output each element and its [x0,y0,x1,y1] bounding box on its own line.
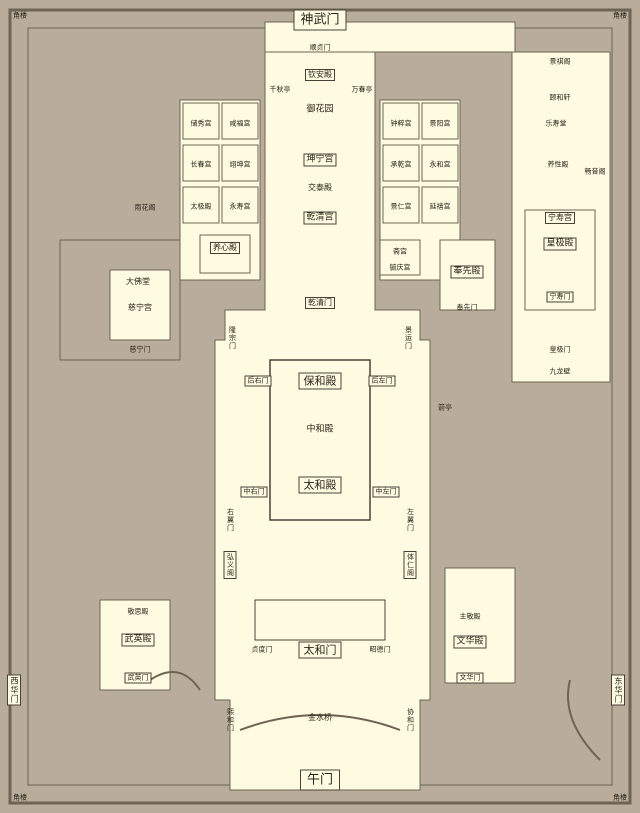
zhujing-hall: 主敬殿 [459,612,481,621]
cining-palace: 慈宁宫 [128,303,152,312]
huangji-gate: 皇极门 [549,345,571,354]
yihe-xuan: 颐和轩 [549,93,571,102]
qianqiu-pavilion: 千秋亭 [269,85,291,94]
taihe-gate: 太和门 [298,641,342,659]
wuying-gate: 武英门 [124,672,152,684]
jingren-palace: 景仁宫 [390,202,412,211]
zhongzuo-gate: 中左门 [372,486,400,498]
wenhua-hall: 文华殿 [453,635,487,649]
qinan-hall: 钦安殿 [305,69,335,81]
yanxi-palace: 延禧宫 [429,202,451,211]
yikun-palace: 翊坤宫 [229,160,251,169]
qianqing-palace: 乾清宫 [303,211,337,225]
xihua-gate: 西华门 [7,674,21,706]
changyin-pavilion: 畅音阁 [584,167,606,176]
youyi-gate: 右翼门 [226,508,235,532]
jinshui-river [239,714,401,731]
leshou-hall: 乐寿堂 [545,119,567,128]
jinshui-bridge: 金水桥 [308,713,332,722]
taiji-hall: 太极殿 [190,202,212,211]
kunning-palace: 坤宁宫 [303,153,337,167]
nine-dragon-wall: 九龙壁 [549,367,571,376]
zhendu-gate: 贞度门 [251,645,273,654]
zhaode-gate: 昭德门 [369,645,391,654]
ningshou-palace: 宁寿宫 [545,212,575,224]
wuying-hall: 武英殿 [121,633,155,647]
zhai-palace: 斋宫 [393,247,407,256]
jingyang-palace: 景阳宫 [429,119,451,128]
xihe-gate: 熙和门 [226,708,235,732]
tiren-pavilion: 体仁阁 [403,551,417,579]
donghua-gate: 东华门 [611,674,625,706]
cining-gate: 慈宁门 [129,345,151,354]
yangxin-hall: 养心殿 [210,242,240,254]
cining-hall-block [109,269,171,341]
jingqi-pavilion: 景祺阁 [549,57,571,66]
cining-court [59,239,181,361]
jiaotai-hall: 交泰殿 [308,183,332,192]
corner-tower-se: 角楼 [613,793,627,802]
wanchun-pavilion: 万春亭 [351,85,373,94]
houzuo-gate: 后左门 [368,375,396,387]
zhonghe-hall: 中和殿 [306,424,334,435]
yuqing-palace: 毓庆宫 [389,263,411,272]
east-river [567,679,601,761]
yonghe-palace: 永和宫 [429,160,451,169]
central-axis [214,51,431,791]
jingyun-gate: 景运门 [404,326,413,350]
wenhua-gate: 文华门 [456,672,484,684]
longzong-gate: 隆宗门 [228,326,237,350]
shunzhen-gate: 顺贞门 [309,43,331,52]
houyou-gate: 后右门 [244,375,272,387]
taihe-hall: 太和殿 [298,476,342,494]
wenhua-court [444,567,516,684]
xianfu-palace: 咸福宫 [229,119,251,128]
baohe-hall: 保和殿 [298,372,342,390]
corner-tower-ne: 角楼 [613,11,627,20]
chengqian-palace: 承乾宫 [390,160,412,169]
shenwu-gate: 神武门 [293,9,347,31]
xiehe-gate: 协和门 [406,708,415,732]
fengxian-hall: 奉先殿 [450,265,484,279]
huangji-hall: 皇极殿 [543,237,577,251]
changchun-palace: 长春宫 [190,160,212,169]
corner-tower-sw: 角楼 [13,793,27,802]
yongshou-palace: 永寿宫 [229,202,251,211]
zhongyou-gate: 中右门 [240,486,268,498]
yangxing-hall: 养性殿 [547,160,569,169]
jingsi-hall: 敬思殿 [127,607,149,616]
imperial-garden: 御花园 [306,104,334,115]
three-halls-platform [269,359,371,521]
ningshou-gate: 宁寿门 [546,291,574,303]
zhongcui-palace: 钟粹宫 [390,119,412,128]
wu-gate: 午门 [299,769,341,791]
zuoyi-gate: 左翼门 [406,508,415,532]
taihe-gate-yard [254,599,386,641]
west-river [149,671,201,691]
qianqing-gate: 乾清门 [305,297,335,309]
chuxiu-palace: 储秀宫 [190,119,212,128]
corner-tower-nw: 角楼 [13,11,27,20]
hongyi-pavilion: 弘义阁 [223,551,237,579]
yuhua-pavilion: 雨花阁 [134,203,156,212]
arrow-pavilion: 箭亭 [438,403,452,412]
fengxian-gate: 奉先门 [456,303,478,312]
palace-cells [182,102,459,276]
dafo-hall: 大佛堂 [126,277,150,286]
